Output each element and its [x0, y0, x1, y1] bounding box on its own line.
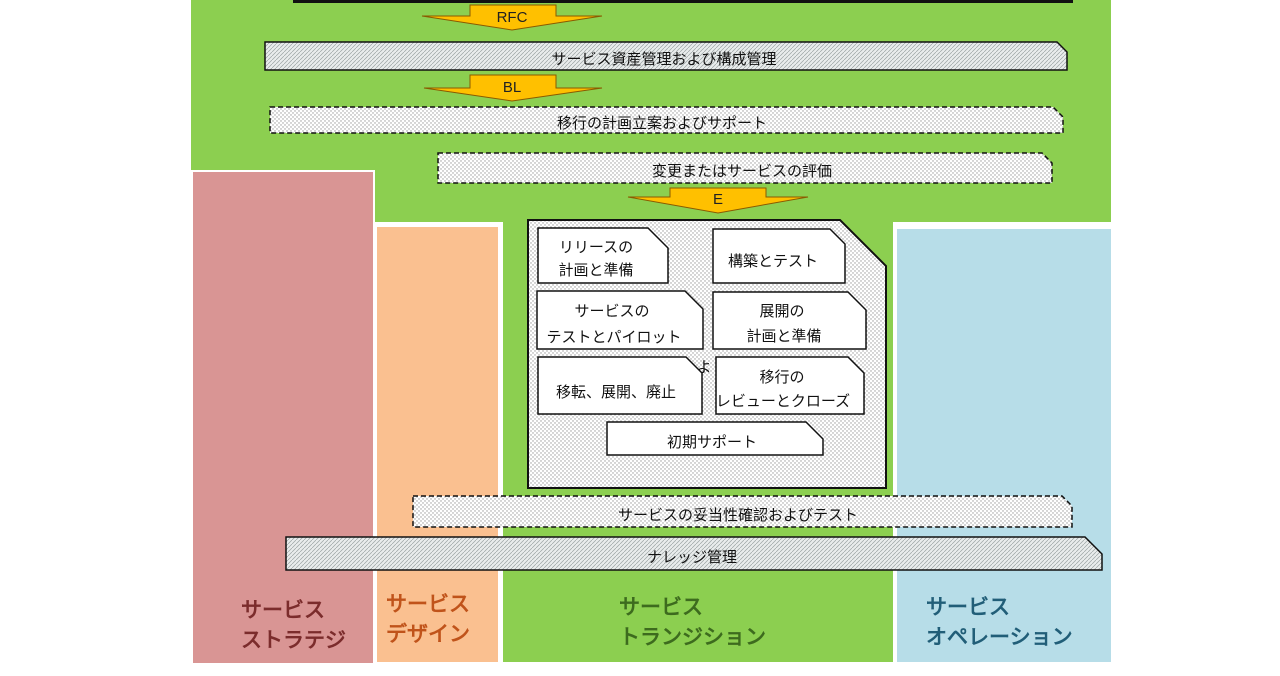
process-release-planning: リリースの 計画と準備: [537, 227, 669, 284]
svg-text:サービス: サービス: [926, 595, 1010, 619]
svg-text:オペレーション: オペレーション: [926, 625, 1073, 649]
rfc-arrow: RFC: [421, 4, 603, 31]
operation-column: [897, 229, 1111, 662]
process-service-test-pilot: サービスの テストとパイロット: [536, 290, 704, 350]
svg-text:サービス: サービス: [241, 598, 325, 622]
validation-testing-bar: サービスの妥当性確認およびテスト: [412, 495, 1073, 528]
process-build-test: 構築とテスト: [712, 228, 846, 284]
e-arrow: E: [627, 187, 809, 214]
design-title: サービス デザイン: [386, 592, 470, 646]
svg-text:レビューとクローズ: レビューとクローズ: [716, 392, 850, 410]
e-label: E: [713, 191, 723, 208]
svg-text:テストとパイロット: テストとパイロット: [546, 328, 681, 346]
svg-text:計画と準備: 計画と準備: [746, 327, 821, 345]
change-evaluation-label: 変更またはサービスの評価: [652, 162, 832, 180]
svg-text:サービス: サービス: [386, 592, 470, 616]
asset-config-bar: サービス資産管理および構成管理: [264, 41, 1068, 71]
bl-arrow: BL: [423, 74, 603, 102]
process-deploy-planning: 展開の 計画と準備: [712, 291, 867, 350]
top-bar-edge: [293, 0, 1073, 3]
svg-text:移転、展開、廃止: 移転、展開、廃止: [556, 383, 676, 401]
knowledge-bar: ナレッジ管理: [285, 536, 1103, 571]
svg-text:構築とテスト: 構築とテスト: [728, 252, 818, 270]
strategy-title: サービス ストラテジ: [241, 598, 346, 652]
process-early-support: 初期サポート: [606, 421, 824, 456]
svg-text:計画と準備: 計画と準備: [558, 261, 633, 279]
transition-title: サービス トランジション: [619, 595, 766, 649]
svg-text:ストラテジ: ストラテジ: [241, 628, 346, 652]
process-review-close: 移行の レビューとクローズ: [715, 356, 865, 415]
validation-testing-label: サービスの妥当性確認およびテスト: [618, 506, 858, 524]
operation-title: サービス オペレーション: [926, 595, 1073, 649]
design-column: [377, 227, 498, 662]
process-container: [527, 219, 887, 489]
svg-text:展開の: 展開の: [759, 302, 804, 320]
bl-label: BL: [503, 79, 521, 96]
svg-text:サービス: サービス: [619, 595, 703, 619]
svg-text:デザイン: デザイン: [386, 622, 470, 646]
rfc-label: RFC: [497, 9, 528, 26]
svg-text:リリースの: リリースの: [559, 238, 633, 256]
transition-planning-bar: 移行の計画立案およびサポート: [269, 106, 1064, 134]
transition-planning-label: 移行の計画立案およびサポート: [557, 114, 767, 132]
svg-text:トランジション: トランジション: [619, 625, 766, 649]
svg-text:移行の: 移行の: [759, 368, 804, 386]
knowledge-label: ナレッジ管理: [647, 548, 737, 566]
process-transfer-deploy-retire: 移転、展開、廃止: [537, 356, 703, 415]
svg-text:サービスの: サービスの: [574, 302, 649, 320]
strategy-column: [193, 172, 373, 663]
change-evaluation-bar: 変更またはサービスの評価: [437, 152, 1053, 184]
asset-config-label: サービス資産管理および構成管理: [551, 50, 776, 68]
svg-text:初期サポート: 初期サポート: [667, 433, 757, 451]
